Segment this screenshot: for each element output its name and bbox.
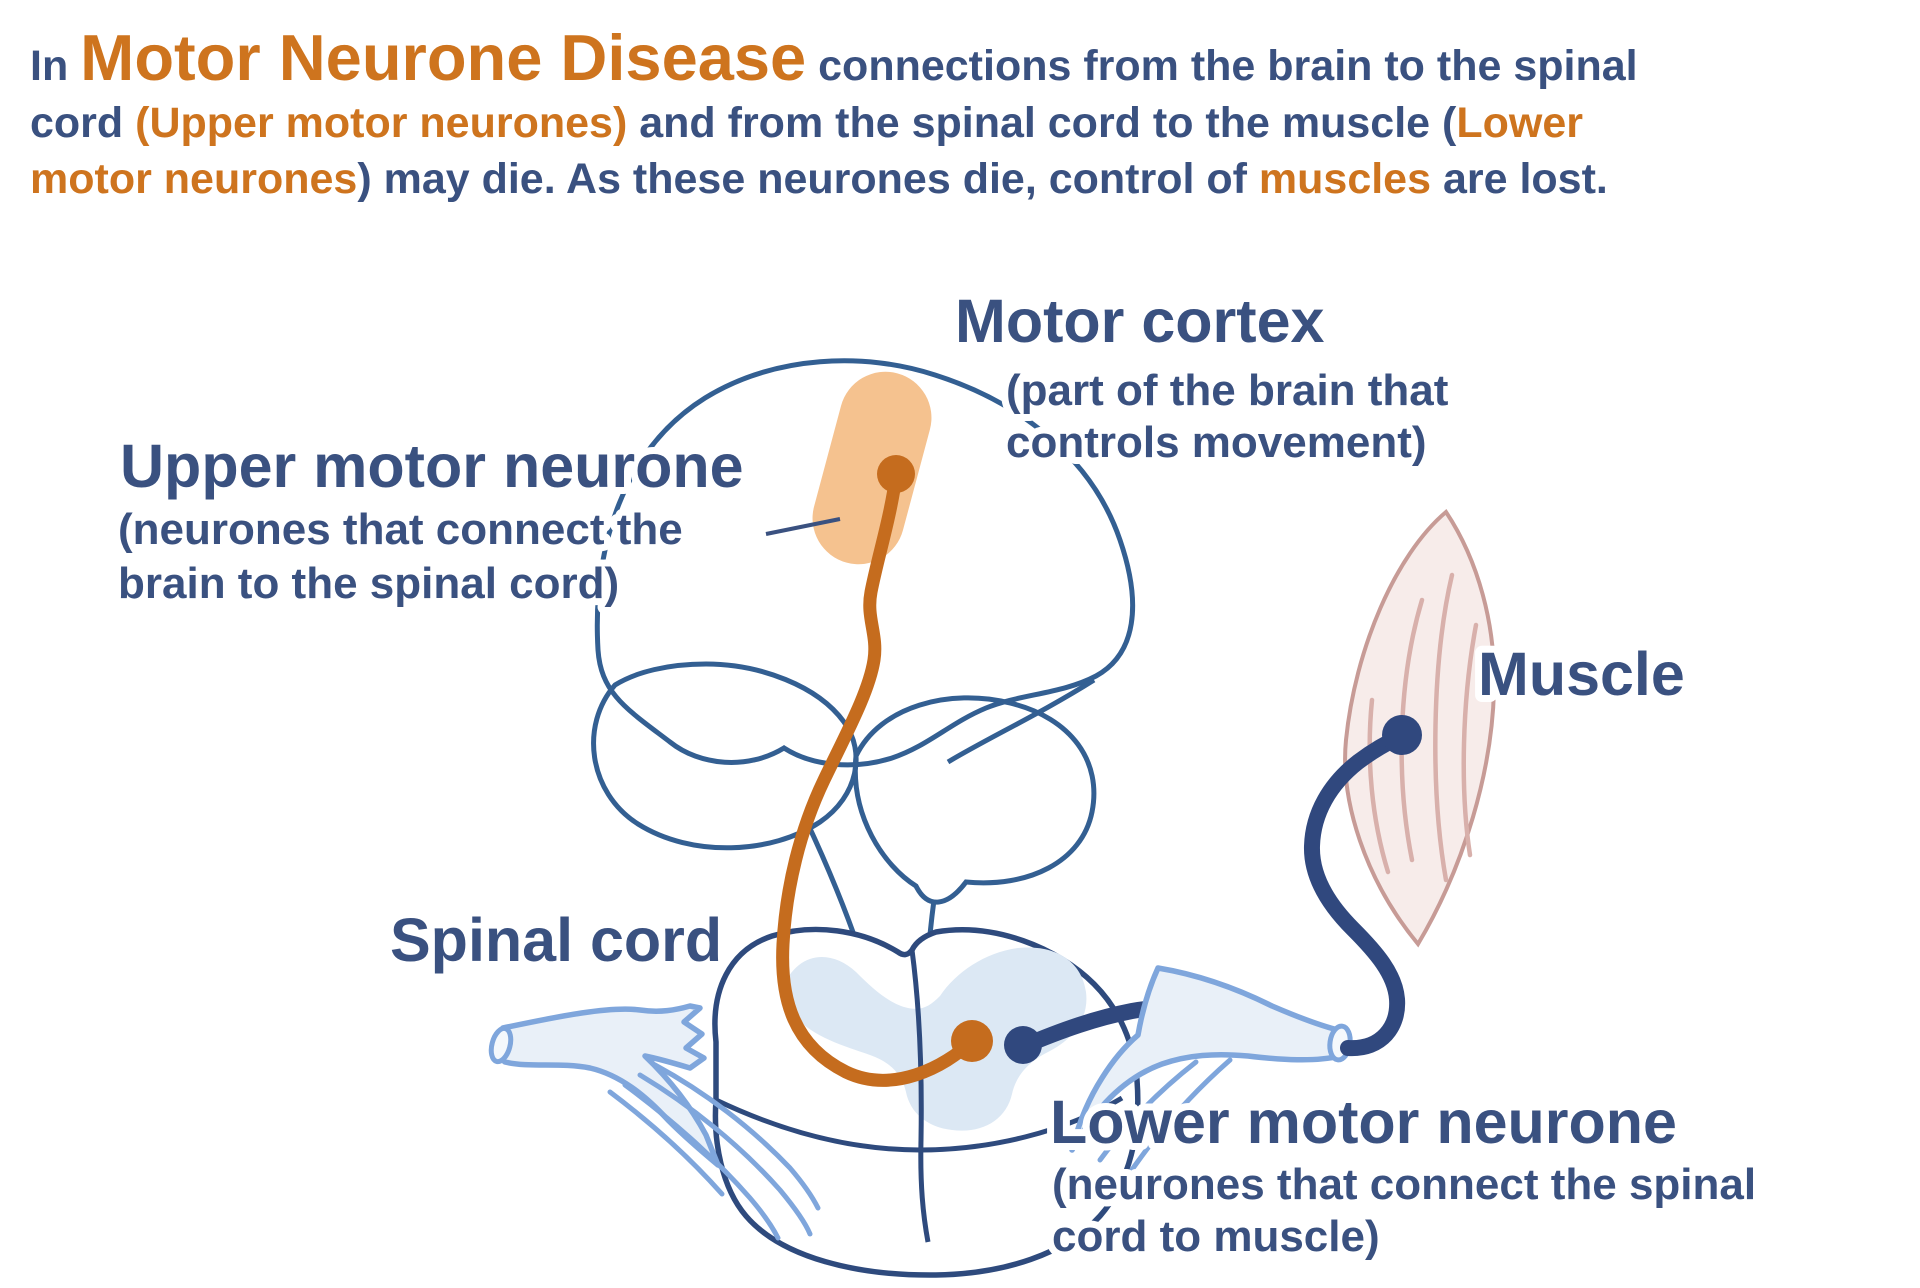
upper-motor-neurone-cell-body [877, 455, 915, 493]
upper-motor-neurone-pointer-line [765, 517, 841, 536]
left-root-trunk [494, 1003, 721, 1168]
brain [591, 358, 1136, 1016]
muscle-label: Muscle [1478, 640, 1685, 708]
labels: Motor cortex (part of the brain that con… [111, 280, 1763, 1268]
disease-title: Motor Neurone Disease [80, 21, 806, 94]
upper-motor-neurone-sub1: (neurones that connect the [118, 505, 683, 554]
motor-cortex-region [812, 371, 932, 565]
brain-fold-line [946, 677, 1096, 765]
right-root-branch [1097, 1057, 1233, 1183]
lower-motor-neurone-cell-body [1004, 1026, 1042, 1064]
header-line-2: cord (Upper motor neurones) and from the… [30, 99, 1583, 147]
temporal-lobe-outline [591, 661, 859, 851]
left-root-opening [488, 1025, 514, 1065]
upper-motor-neurone-terminal [951, 1020, 993, 1062]
upper-motor-neurone-path [776, 469, 979, 1087]
cerebellum-outline [852, 695, 1097, 905]
motor-cortex-sub1: (part of the brain that [1006, 366, 1449, 415]
left-root-fibres [607, 1062, 821, 1241]
neuromuscular-junction [1382, 715, 1422, 755]
gray-matter [782, 947, 1087, 1131]
cord-segment-crease [714, 1095, 1124, 1153]
left-nerve-root [488, 1003, 821, 1241]
upper-motor-neurone-sub2: brain to the spinal cord) [118, 559, 619, 608]
upper-motor-neurone-label: Upper motor neurone [120, 432, 744, 500]
motor-cortex-sub2: controls movement) [1006, 418, 1427, 467]
header-line-1: In Motor Neurone Disease connections fro… [30, 21, 1638, 94]
lower-motor-neurone-label: Lower motor neurone [1050, 1088, 1677, 1156]
spinal-cord-label: Spinal cord [390, 906, 722, 974]
lower-motor-neurone-path-to-muscle [1304, 728, 1410, 1057]
motor-cortex-label: Motor cortex [955, 287, 1325, 355]
cerebrum-outline [594, 358, 1136, 768]
header: In Motor Neurone Disease connections fro… [30, 21, 1638, 203]
lower-motor-neurone-sub2: cord to muscle) [1052, 1212, 1380, 1261]
right-root-trunk [1069, 965, 1351, 1153]
median-fissure-line [909, 949, 931, 1243]
muscle-striations [1367, 572, 1479, 883]
lower-motor-neurone-sub1: (neurones that connect the spinal [1052, 1160, 1756, 1209]
header-line-3: motor neurones) may die. As these neuron… [30, 155, 1608, 203]
spinal-cord [488, 455, 1422, 1278]
